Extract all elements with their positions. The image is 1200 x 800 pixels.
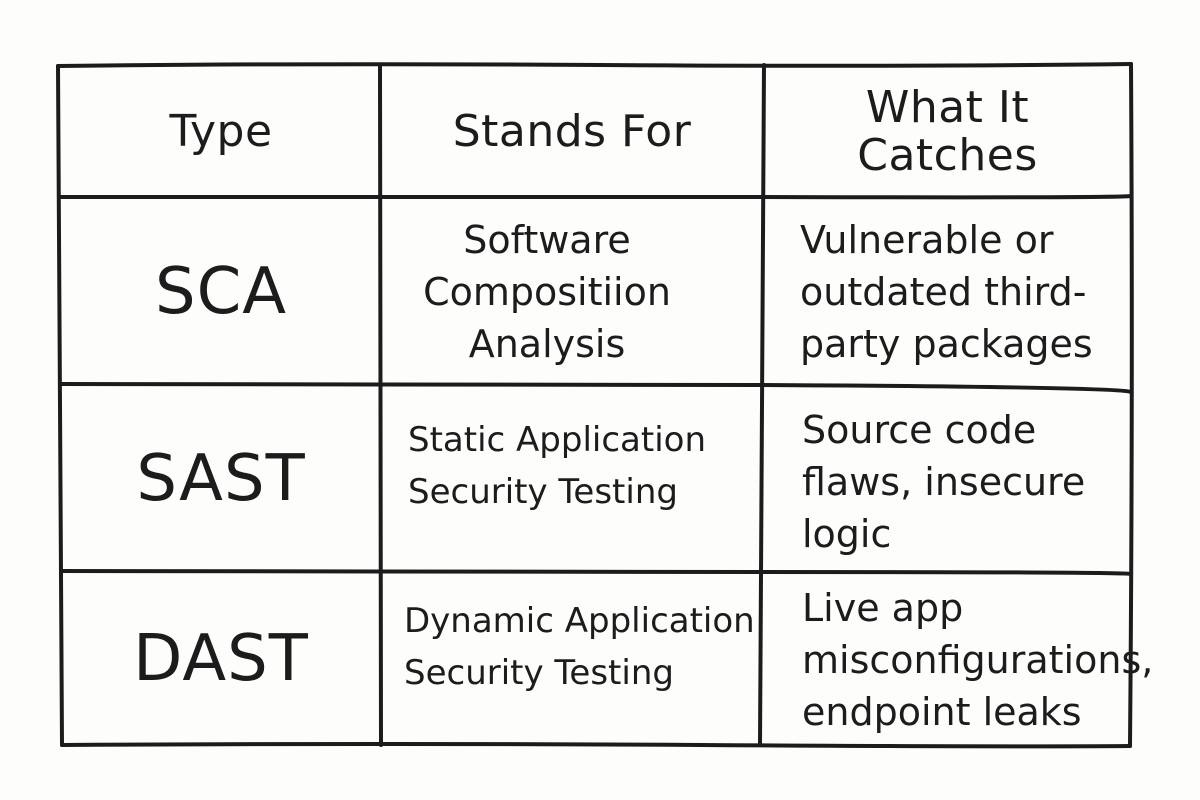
what-it-catches-line: Source code (802, 408, 1037, 452)
what-it-catches-line: misconfigurations, (802, 638, 1154, 682)
what-it-catches-line: Live app (802, 586, 964, 630)
header-what-it-catches-line-1: What It (865, 82, 1030, 133)
type-label: SAST (136, 441, 306, 516)
stands-for-line: Security Testing (408, 472, 678, 512)
what-it-catches-line: Vulnerable or (800, 217, 1054, 262)
type-label: DAST (133, 622, 309, 696)
row-dast-stands-for: Dynamic Application Security Testing (404, 573, 760, 745)
row-sast-stands-for: Static Application Security Testing (408, 386, 762, 546)
row-sca-what-it-catches: Vulnerable or outdated third- party pack… (800, 199, 1129, 384)
stands-for-line: Static Application (408, 420, 706, 460)
row-sca-stands-for: Software Compositiion Analysis (382, 199, 712, 384)
row-dast-what-it-catches: Live app misconfigurations, endpoint lea… (802, 574, 1153, 746)
what-it-catches-line: endpoint leaks (802, 690, 1082, 734)
what-it-catches-line: party packages (800, 321, 1093, 366)
stands-for-line: Dynamic Application (404, 601, 755, 641)
header-type-label: Type (169, 106, 273, 157)
type-label: SCA (154, 254, 288, 329)
stands-for-line: Software (463, 217, 631, 262)
stands-for-line: Analysis (468, 321, 626, 366)
header-type: Type (62, 68, 380, 196)
what-it-catches-line: logic (802, 512, 892, 556)
row-sast-type: SAST (62, 386, 380, 571)
header-stands-for: Stands For (382, 68, 762, 196)
what-it-catches-line: flaws, insecure (802, 460, 1086, 504)
stands-for-line: Compositiion (423, 269, 671, 314)
what-it-catches-line: outdated third- (800, 269, 1087, 314)
row-sca-type: SCA (62, 199, 380, 384)
row-sast-what-it-catches: Source code flaws, insecure logic (802, 392, 1129, 572)
header-stands-for-label: Stands For (452, 106, 692, 157)
header-what-it-catches-line-2: Catches (857, 130, 1038, 181)
header-what-it-catches: What It Catches (766, 68, 1129, 196)
row-dast-type: DAST (62, 573, 380, 745)
stands-for-line: Security Testing (404, 653, 674, 693)
